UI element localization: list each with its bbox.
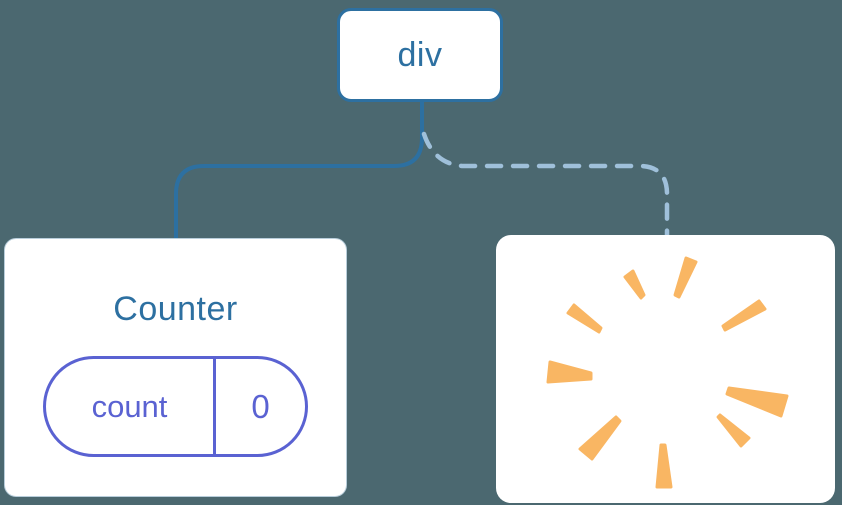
counter-node-title: Counter	[113, 290, 238, 328]
poof-ray	[546, 360, 593, 384]
removed-node-card	[496, 235, 835, 503]
connector-dashed-line	[421, 131, 670, 238]
state-pill-key: count	[46, 359, 216, 454]
poof-ray	[721, 299, 767, 332]
counter-node-card: Counter count 0	[4, 238, 347, 497]
poof-ray	[623, 269, 646, 300]
poof-burst-icon	[546, 256, 789, 489]
poof-ray	[655, 443, 673, 489]
poof-ray	[673, 256, 698, 299]
root-node-label: div	[397, 35, 443, 74]
root-node-div: div	[337, 8, 503, 102]
poof-ray	[578, 415, 622, 461]
state-pill: count 0	[43, 356, 308, 457]
connector-solid-line	[174, 99, 424, 240]
poof-ray	[725, 386, 789, 418]
poof-ray	[566, 303, 603, 334]
poof-ray	[716, 413, 751, 448]
state-pill-value: 0	[251, 387, 270, 425]
